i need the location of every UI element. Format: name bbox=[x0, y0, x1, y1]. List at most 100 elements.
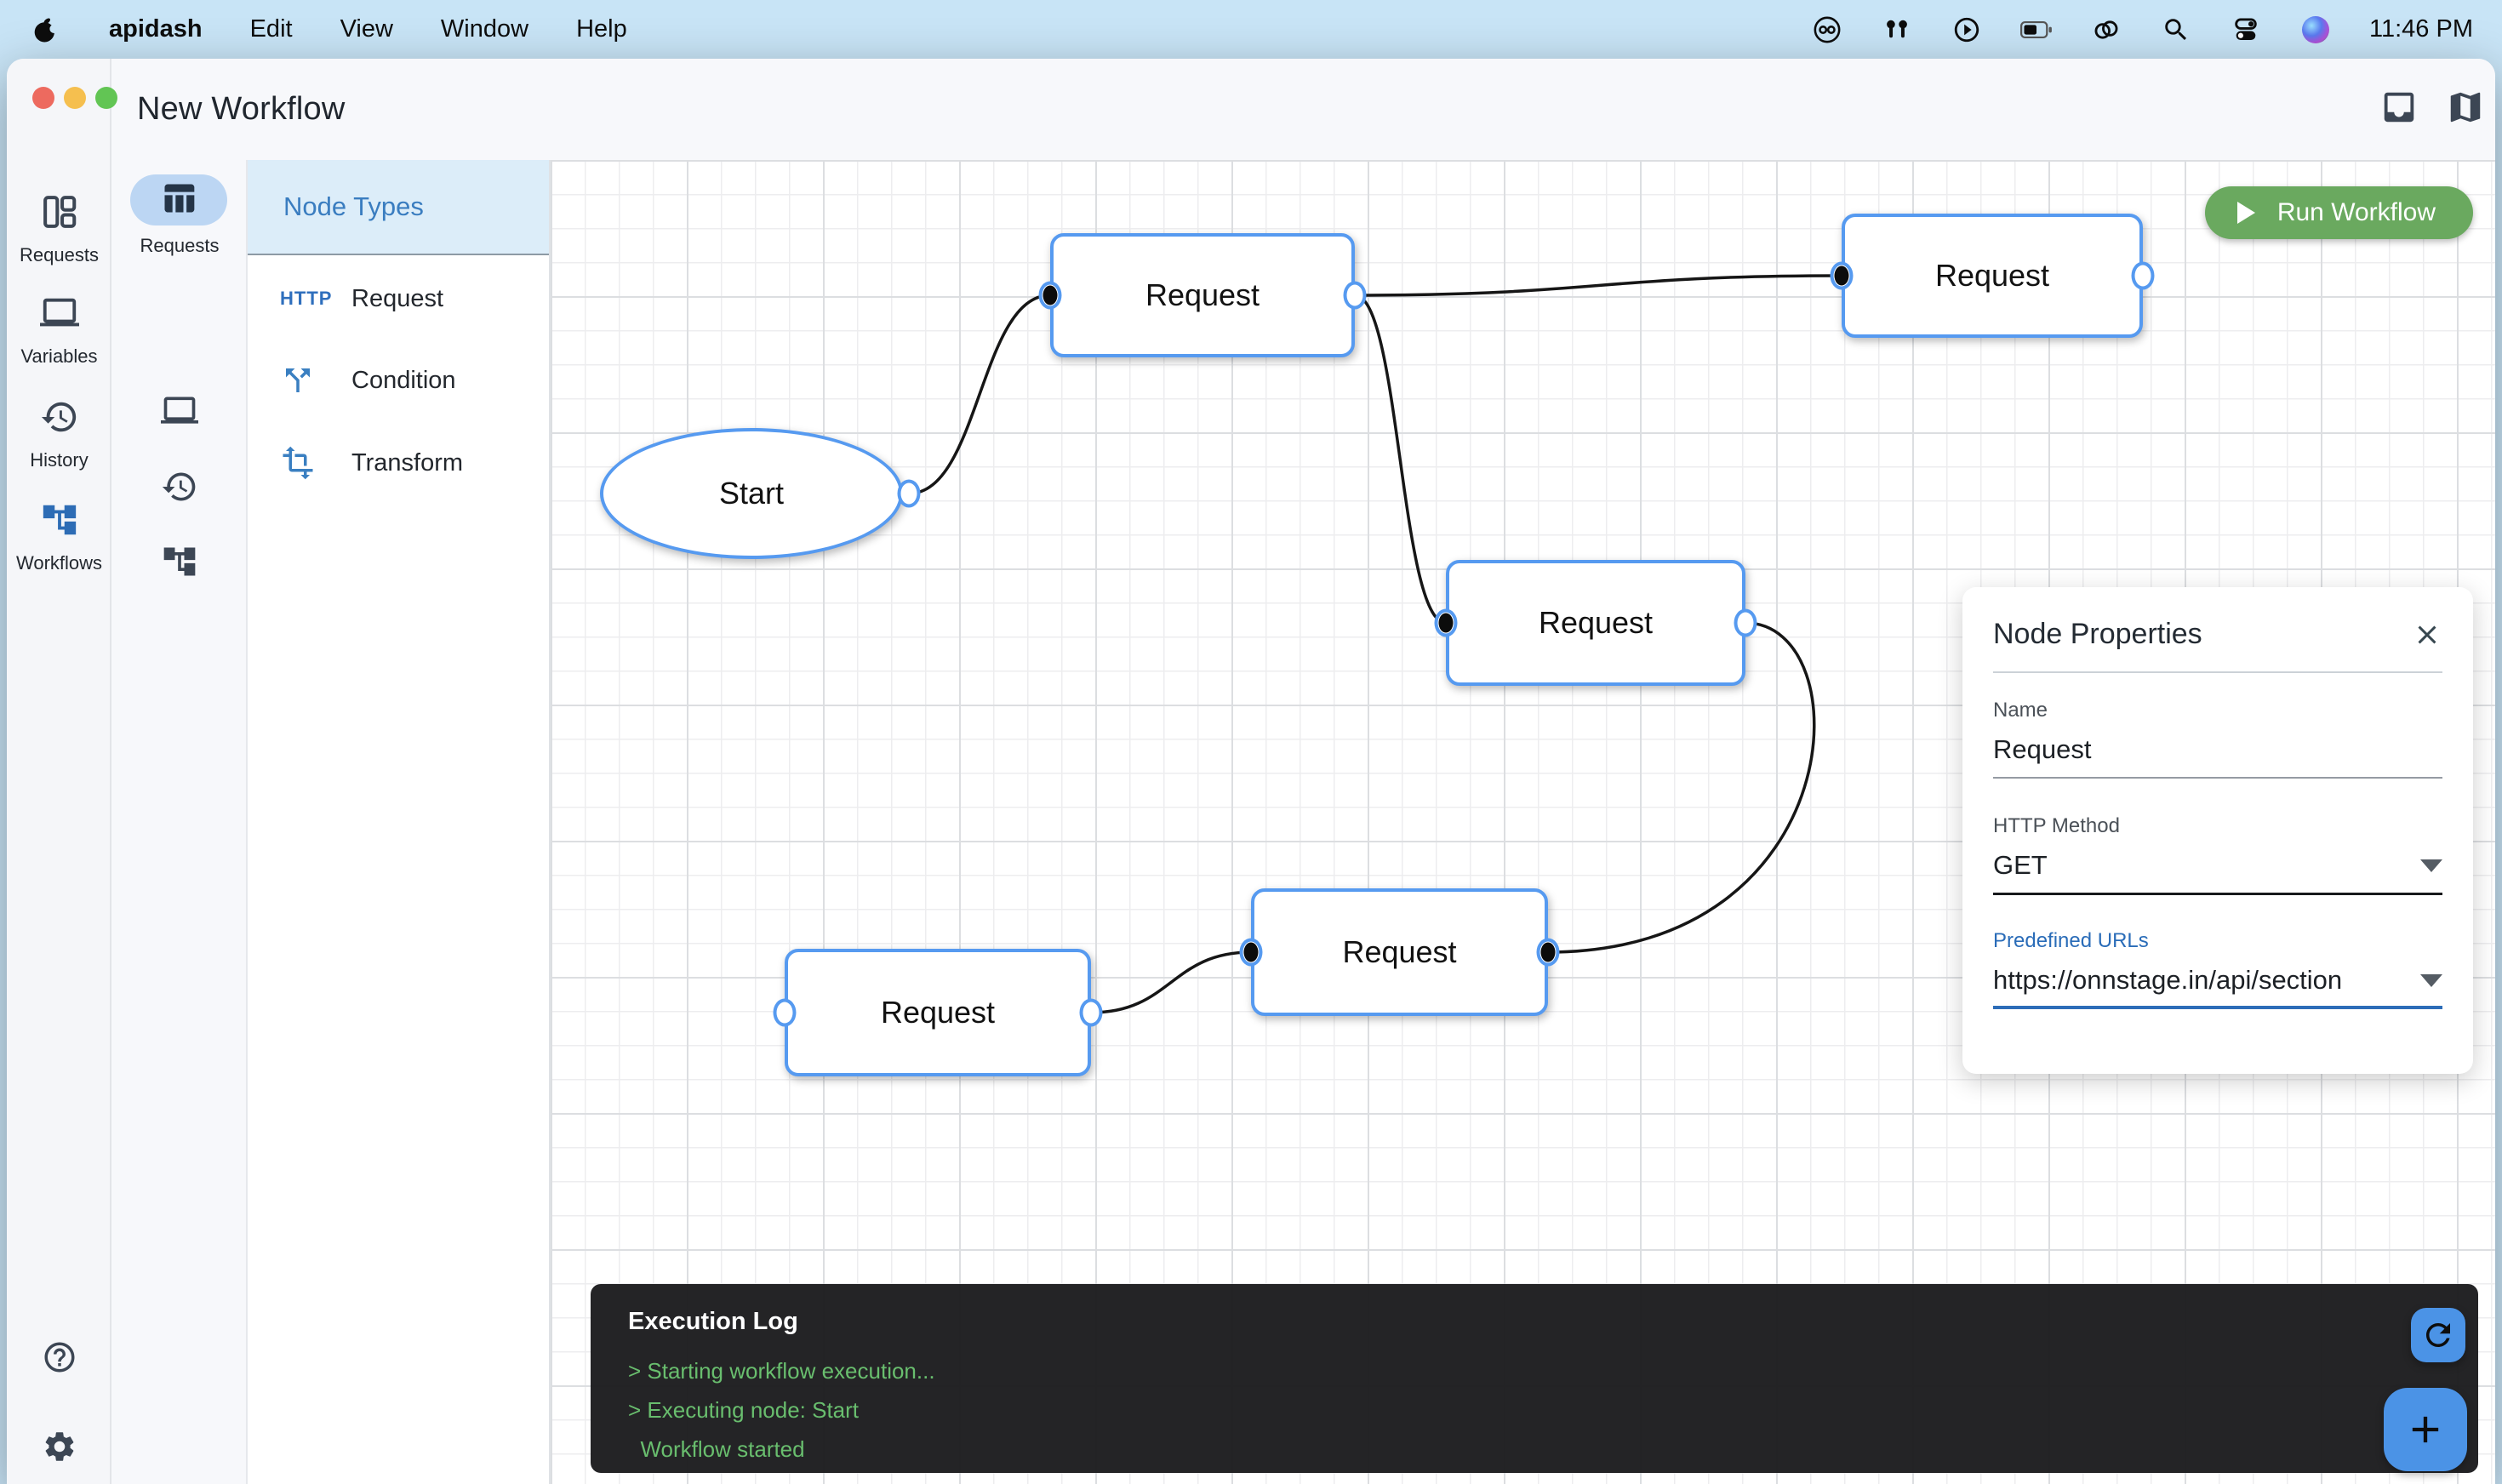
plus-icon bbox=[2412, 1416, 2439, 1443]
battery-icon[interactable] bbox=[2020, 14, 2053, 46]
rail-item-requests-selected[interactable] bbox=[130, 174, 227, 225]
play-circle-icon[interactable] bbox=[1951, 14, 1983, 46]
settings-button[interactable] bbox=[7, 1429, 111, 1469]
name-field-label: Name bbox=[1993, 699, 2048, 722]
method-field-underline bbox=[1993, 893, 2442, 895]
edge-start-to-request1[interactable] bbox=[907, 294, 1052, 495]
sidebar-item-label: Requests bbox=[20, 244, 99, 265]
name-field[interactable]: Request bbox=[1993, 734, 2092, 764]
node-label: Request bbox=[1145, 277, 1260, 312]
sidebar-item-label: Variables bbox=[20, 345, 98, 367]
port-left-request-1[interactable] bbox=[1038, 281, 1062, 310]
app-window: Requests Variables History Workflows bbox=[7, 59, 2495, 1484]
port-right-start[interactable] bbox=[897, 479, 921, 508]
rail-item-variables[interactable] bbox=[111, 392, 248, 434]
node-start[interactable]: Start bbox=[600, 428, 903, 559]
transform-icon bbox=[280, 445, 333, 481]
history-icon bbox=[161, 468, 198, 510]
nav-rail: Requests Variables History Workflows bbox=[7, 59, 117, 1484]
sidebar-item-workflows[interactable]: Workflows bbox=[7, 500, 111, 574]
creative-cloud-icon[interactable] bbox=[1811, 14, 1843, 46]
url-field-label: Predefined URLs bbox=[1993, 929, 2149, 952]
menu-item-view[interactable]: View bbox=[340, 15, 393, 43]
add-node-button[interactable] bbox=[2384, 1388, 2467, 1471]
port-left-request-4[interactable] bbox=[773, 998, 797, 1027]
port-left-request-2[interactable] bbox=[1830, 261, 1854, 290]
settings-gear-icon bbox=[42, 1429, 77, 1469]
node-label: Start bbox=[718, 476, 785, 511]
port-left-request-5[interactable] bbox=[1239, 938, 1263, 967]
port-right-request-4[interactable] bbox=[1079, 998, 1103, 1027]
rail-item-history[interactable] bbox=[111, 468, 248, 510]
workflow-icon bbox=[40, 500, 79, 544]
http-method-select[interactable]: GET bbox=[1993, 850, 2048, 880]
node-request-3[interactable]: Request bbox=[1446, 560, 1745, 686]
node-type-request[interactable]: HTTP Request bbox=[280, 284, 444, 312]
node-types-header: Node Types bbox=[248, 160, 549, 255]
help-button[interactable] bbox=[7, 1339, 111, 1379]
node-type-transform[interactable]: Transform bbox=[248, 433, 551, 493]
search-icon[interactable] bbox=[2160, 14, 2192, 46]
edge-request1-to-request3[interactable] bbox=[1353, 294, 1448, 625]
menu-item-window[interactable]: Window bbox=[440, 15, 529, 43]
port-right-request-1[interactable] bbox=[1343, 281, 1367, 310]
refresh-button[interactable] bbox=[2411, 1308, 2465, 1362]
handoff-link-icon[interactable] bbox=[2090, 14, 2122, 46]
node-label: Request bbox=[1342, 934, 1457, 969]
node-label: Request bbox=[1934, 258, 2050, 293]
laptop-icon bbox=[161, 392, 198, 434]
sidebar-item-history[interactable]: History bbox=[7, 397, 111, 471]
chevron-down-icon[interactable] bbox=[2420, 973, 2442, 987]
inbox-tray-icon[interactable] bbox=[2379, 88, 2419, 131]
divider bbox=[1993, 671, 2442, 673]
minimize-window-button[interactable] bbox=[64, 87, 86, 109]
port-right-request-3[interactable] bbox=[1734, 608, 1757, 637]
port-right-request-5[interactable] bbox=[1536, 938, 1560, 967]
name-field-underline bbox=[1993, 777, 2442, 779]
edge-request1-to-request2[interactable] bbox=[1353, 274, 1843, 297]
node-request-4[interactable]: Request bbox=[785, 949, 1091, 1076]
table-icon bbox=[160, 180, 197, 221]
rail-item-workflows[interactable] bbox=[111, 543, 248, 585]
port-left-request-3[interactable] bbox=[1434, 608, 1458, 637]
sidebar-item-variables[interactable]: Variables bbox=[7, 294, 111, 368]
node-types-title: Node Types bbox=[283, 191, 424, 221]
predefined-url-select[interactable]: https://onnstage.in/api/section bbox=[1993, 965, 2343, 995]
node-label: Request bbox=[1538, 605, 1654, 640]
siri-icon[interactable] bbox=[2299, 14, 2332, 46]
chevron-down-icon[interactable] bbox=[2420, 859, 2442, 872]
map-icon[interactable] bbox=[2446, 88, 2485, 131]
menu-item-help[interactable]: Help bbox=[576, 15, 627, 43]
sidebar-item-requests[interactable]: Requests bbox=[7, 192, 111, 266]
log-line: Workflow started bbox=[628, 1436, 805, 1462]
node-request-2[interactable]: Request bbox=[1842, 214, 2143, 338]
execution-log-title: Execution Log bbox=[628, 1308, 798, 1335]
apple-logo-icon[interactable] bbox=[29, 14, 61, 46]
sidebar-item-label: History bbox=[30, 449, 89, 471]
close-window-button[interactable] bbox=[32, 87, 54, 109]
help-icon bbox=[42, 1339, 77, 1379]
close-icon[interactable] bbox=[2412, 619, 2442, 650]
node-type-condition[interactable]: Condition bbox=[248, 351, 551, 410]
node-properties-panel: Node Properties Name Request HTTP Method… bbox=[1962, 587, 2473, 1074]
menu-app-name[interactable]: apidash bbox=[109, 15, 203, 43]
run-workflow-button[interactable]: Run Workflow bbox=[2204, 186, 2473, 239]
node-request-5[interactable]: Request bbox=[1251, 888, 1548, 1016]
edge-request4-to-request5[interactable] bbox=[1089, 950, 1253, 1014]
node-request-1[interactable]: Request bbox=[1050, 233, 1355, 357]
log-line: > Starting workflow execution... bbox=[628, 1358, 935, 1384]
log-line: > Executing node: Start bbox=[628, 1397, 860, 1423]
workflow-canvas[interactable]: Run Workflow Node Properties Name Reques… bbox=[551, 160, 2495, 1484]
edges-layer bbox=[907, 274, 1843, 1014]
control-center-icon[interactable] bbox=[2230, 14, 2262, 46]
edge-request3-to-request5[interactable] bbox=[1546, 621, 1816, 954]
refresh-icon bbox=[2426, 1323, 2450, 1347]
node-properties-title: Node Properties bbox=[1993, 618, 2202, 650]
airpods-icon[interactable] bbox=[1881, 14, 1913, 46]
port-right-request-2[interactable] bbox=[2131, 261, 2155, 290]
menu-clock: 11:46 PM bbox=[2369, 15, 2473, 43]
menu-item-edit[interactable]: Edit bbox=[249, 15, 293, 43]
window-header: New Workflow bbox=[111, 59, 2495, 160]
zoom-window-button[interactable] bbox=[95, 87, 117, 109]
url-field-underline bbox=[1993, 1006, 2442, 1009]
